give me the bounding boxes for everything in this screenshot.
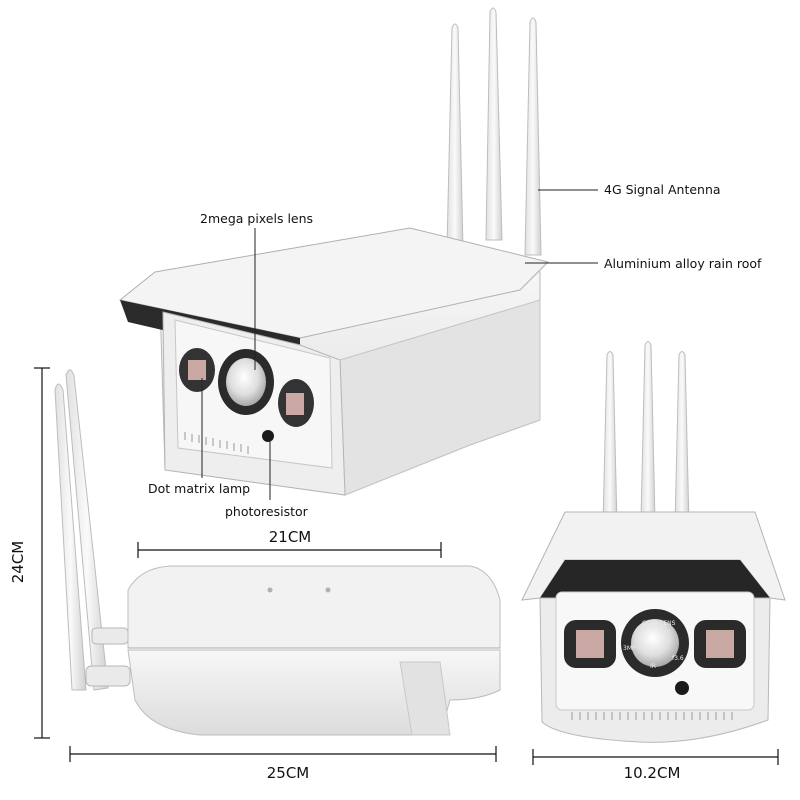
lens-text-right: LENS — [660, 620, 676, 627]
dim-height-label: 24CM — [9, 541, 27, 584]
side-screw-2 — [325, 587, 331, 593]
camera-side-view — [54, 369, 501, 736]
front-view-vents — [571, 712, 733, 720]
callout-antenna: 4G Signal Antenna — [604, 182, 721, 197]
lamp-left-chip — [188, 360, 206, 380]
dim-body-length-label: 21CM — [269, 528, 312, 546]
dimension-total-length: 25CM — [69, 746, 497, 782]
callout-photoresistor: photoresistor — [225, 504, 309, 519]
front-lamp-left-chip — [576, 630, 604, 658]
lens-text-top: CCTV — [642, 620, 659, 627]
lens-text-bottom: IR — [650, 663, 656, 670]
antenna-left — [446, 23, 464, 249]
side-roof — [127, 565, 501, 649]
lens-text-left: 3MP — [623, 645, 636, 652]
side-antenna-right — [65, 369, 109, 691]
lens-text-spec: f3.6 — [672, 655, 684, 662]
photoresistor-sensor — [262, 430, 274, 442]
front-antenna-left — [602, 351, 618, 526]
dimension-front-width: 10.2CM — [532, 749, 779, 782]
side-screw-1 — [267, 587, 273, 593]
side-antenna-mount-top — [91, 627, 129, 645]
front-roof-shade — [540, 560, 770, 598]
antenna-group-top — [446, 7, 542, 256]
front-photoresistor — [675, 681, 689, 695]
camera-front-view: CCTV LENS 3MP IR f3.6 — [521, 341, 786, 743]
front-antenna-right — [674, 351, 690, 526]
dim-front-width-label: 10.2CM — [624, 764, 681, 782]
side-antenna-mount-bottom — [85, 665, 131, 687]
dim-total-length-label: 25CM — [267, 764, 310, 782]
dimension-height: 24CM — [9, 367, 50, 739]
lamp-right-chip — [286, 393, 304, 415]
dimension-body-length: 21CM — [137, 528, 442, 558]
front-vents — [184, 432, 249, 454]
front-antenna-middle — [640, 341, 656, 521]
front-lamp-right-chip — [706, 630, 734, 658]
side-antenna-left — [54, 383, 87, 691]
antenna-right — [524, 17, 542, 256]
lens-glass — [226, 358, 266, 406]
callout-rain-roof: Aluminium alloy rain roof — [604, 256, 762, 271]
callout-lens: 2mega pixels lens — [200, 211, 313, 226]
side-rear-fin — [399, 661, 451, 736]
callout-lamp: Dot matrix lamp — [148, 481, 250, 496]
callout-lines — [201, 189, 598, 500]
front-lens-glass — [631, 619, 679, 667]
camera-perspective-view — [118, 7, 549, 496]
antenna-middle — [485, 7, 503, 241]
